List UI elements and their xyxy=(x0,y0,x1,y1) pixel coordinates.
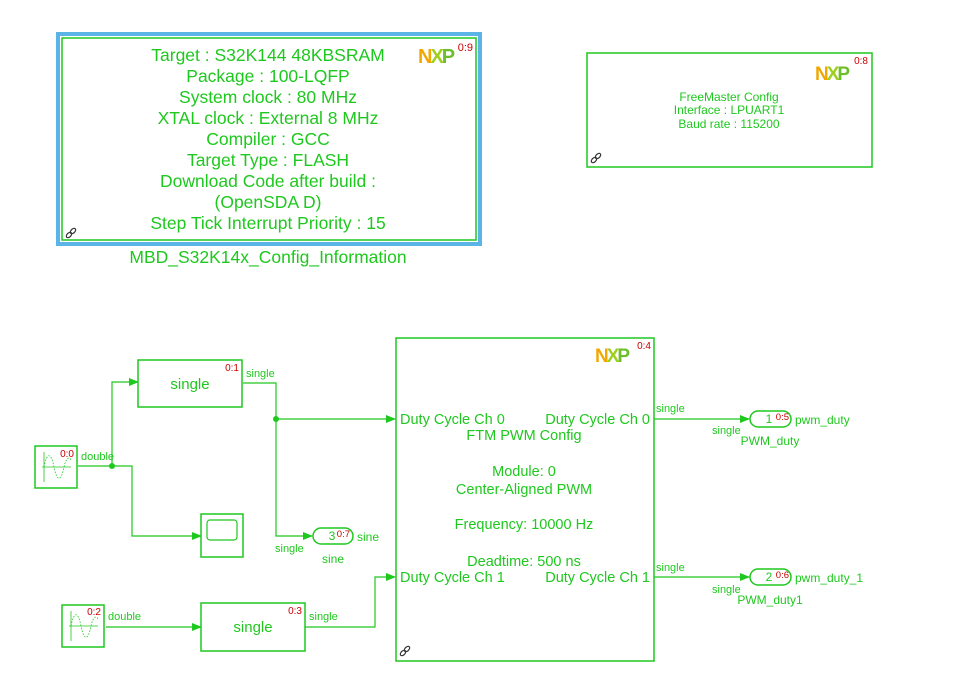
outport-pwm-duty-1-signal-name: pwm_duty_1 xyxy=(795,571,863,585)
config-line-opensda: (OpenSDA D) xyxy=(215,192,322,212)
pwm-line-deadtime: Deadtime: 500 ns xyxy=(467,554,581,570)
convert2-priority: 0:3 xyxy=(288,606,302,617)
pwm-output-port-ch0: Duty Cycle Ch 0 xyxy=(545,412,650,428)
branch-point xyxy=(109,463,115,469)
config-line-system-clock: System clock : 80 MHz xyxy=(179,87,357,107)
config-block-caption: MBD_S32K14x_Config_Information xyxy=(129,247,406,268)
pwm-ch0-output-type-label: single xyxy=(656,403,685,415)
convert1-priority: 0:1 xyxy=(225,363,239,374)
signal-lines xyxy=(78,378,750,631)
config-line-target: Target : S32K144 48KBSRAM xyxy=(151,45,384,65)
nxp-logo-icon: NXP xyxy=(815,64,852,85)
line-convert1-to-pwm-ch0[interactable] xyxy=(243,382,396,423)
sine1-priority: 0:0 xyxy=(60,449,74,460)
link-icon xyxy=(399,645,411,657)
sine-wave-icon xyxy=(69,611,99,641)
branch-point xyxy=(273,416,279,422)
pwm-input-port-ch1: Duty Cycle Ch 1 xyxy=(400,570,505,586)
line-convert2-to-pwm-ch1[interactable] xyxy=(305,573,396,628)
outport-sine-number: 3 xyxy=(329,529,336,543)
outport-pwm-duty-signal-name: pwm_duty xyxy=(795,413,850,427)
outport-sine-caption: sine xyxy=(322,552,344,566)
sine-wave-source-block-2[interactable]: 0:2 double xyxy=(61,604,141,648)
freemaster-line-interface: Interface : LPUART1 xyxy=(674,103,785,117)
outport-pwm-duty-input-type-label: single xyxy=(712,425,741,437)
outport-sine-priority: 0:7 xyxy=(337,529,350,540)
outport-pwm-duty-1-number: 2 xyxy=(766,570,773,584)
pwm-line-mode: Center-Aligned PWM xyxy=(456,482,592,498)
config-line-package: Package : 100-LQFP xyxy=(186,66,349,86)
freemaster-block-body xyxy=(586,52,873,168)
config-line-compiler: Compiler : GCC xyxy=(206,129,330,149)
scope-block[interactable] xyxy=(200,513,244,558)
outport-sine-signal-name: sine xyxy=(357,530,379,544)
sine2-priority: 0:2 xyxy=(87,607,101,618)
freemaster-priority: 0:8 xyxy=(854,56,868,67)
pwm-output-port-ch1: Duty Cycle Ch 1 xyxy=(545,570,650,586)
config-line-xtal-clock: XTAL clock : External 8 MHz xyxy=(158,108,379,128)
link-icon xyxy=(590,152,602,164)
outport-pwm-duty-number: 1 xyxy=(766,412,773,426)
config-block-body xyxy=(61,37,477,241)
outport-sine-input-type-label: single xyxy=(275,543,304,555)
outport-pwm-duty-1-input-type-label: single xyxy=(712,584,741,596)
pwm-line-module: Module: 0 xyxy=(492,464,556,480)
config-line-download: Download Code after build : xyxy=(160,171,376,191)
outport-pwm-duty[interactable]: 1 0:5 pwm_duty PWM_duty single xyxy=(712,410,850,448)
svg-text:NXP: NXP xyxy=(418,46,455,68)
outport-sine[interactable]: 3 0:7 sine sine single xyxy=(275,527,379,566)
config-block-selection-highlight xyxy=(56,32,482,246)
convert2-label: single xyxy=(233,619,272,636)
line-sine1-to-scope[interactable] xyxy=(112,465,202,540)
convert1-output-type-label: single xyxy=(246,368,275,380)
outport-pwm-duty-1-priority: 0:6 xyxy=(776,570,789,581)
scope-icon xyxy=(206,519,238,541)
svg-text:NXP: NXP xyxy=(815,64,850,85)
config-line-target-type: Target Type : FLASH xyxy=(187,150,349,170)
line-sine1-to-convert1[interactable] xyxy=(78,378,139,467)
config-priority: 0:9 xyxy=(458,42,473,54)
freemaster-line-baud: Baud rate : 115200 xyxy=(678,117,780,131)
pwm-line-frequency: Frequency: 10000 Hz xyxy=(455,517,594,533)
freemaster-config-block[interactable]: FreeMaster Config Interface : LPUART1 Ba… xyxy=(586,52,873,168)
freemaster-line-title: FreeMaster Config xyxy=(679,90,778,104)
pwm-ch1-output-type-label: single xyxy=(656,562,685,574)
convert2-output-type-label: single xyxy=(309,611,338,623)
pwm-input-port-ch0: Duty Cycle Ch 0 xyxy=(400,412,505,428)
config-line-step-tick: Step Tick Interrupt Priority : 15 xyxy=(150,213,385,233)
outport-pwm-duty-priority: 0:5 xyxy=(776,412,789,423)
ftm-pwm-config-block[interactable]: Duty Cycle Ch 0 Duty Cycle Ch 0 Duty Cyc… xyxy=(395,337,685,662)
pwm-priority: 0:4 xyxy=(637,341,651,352)
data-type-conversion-block-1[interactable]: single 0:1 single xyxy=(137,359,275,408)
nxp-logo-icon: NXP xyxy=(595,346,632,367)
config-information-block[interactable]: Target : S32K144 48KBSRAM Package : 100-… xyxy=(56,32,482,268)
sine-wave-icon xyxy=(42,452,72,482)
sine-wave-source-block-1[interactable]: 0:0 double xyxy=(34,445,114,489)
sine1-output-type-label: double xyxy=(81,451,114,463)
outport-pwm-duty-caption: PWM_duty xyxy=(741,434,800,448)
link-icon xyxy=(65,227,77,239)
sine2-output-type-label: double xyxy=(108,611,141,623)
outport-pwm-duty-1[interactable]: 2 0:6 pwm_duty_1 PWM_duty1 single xyxy=(712,568,863,607)
data-type-conversion-block-2[interactable]: single 0:3 single xyxy=(200,602,338,652)
outport-pwm-duty-1-caption: PWM_duty1 xyxy=(737,593,803,607)
line-convert1-to-sine-outport[interactable] xyxy=(275,419,313,540)
convert1-label: single xyxy=(170,376,209,393)
pwm-line-title: FTM PWM Config xyxy=(466,428,581,444)
svg-text:NXP: NXP xyxy=(595,346,630,367)
nxp-logo-icon: NXP xyxy=(418,46,457,68)
